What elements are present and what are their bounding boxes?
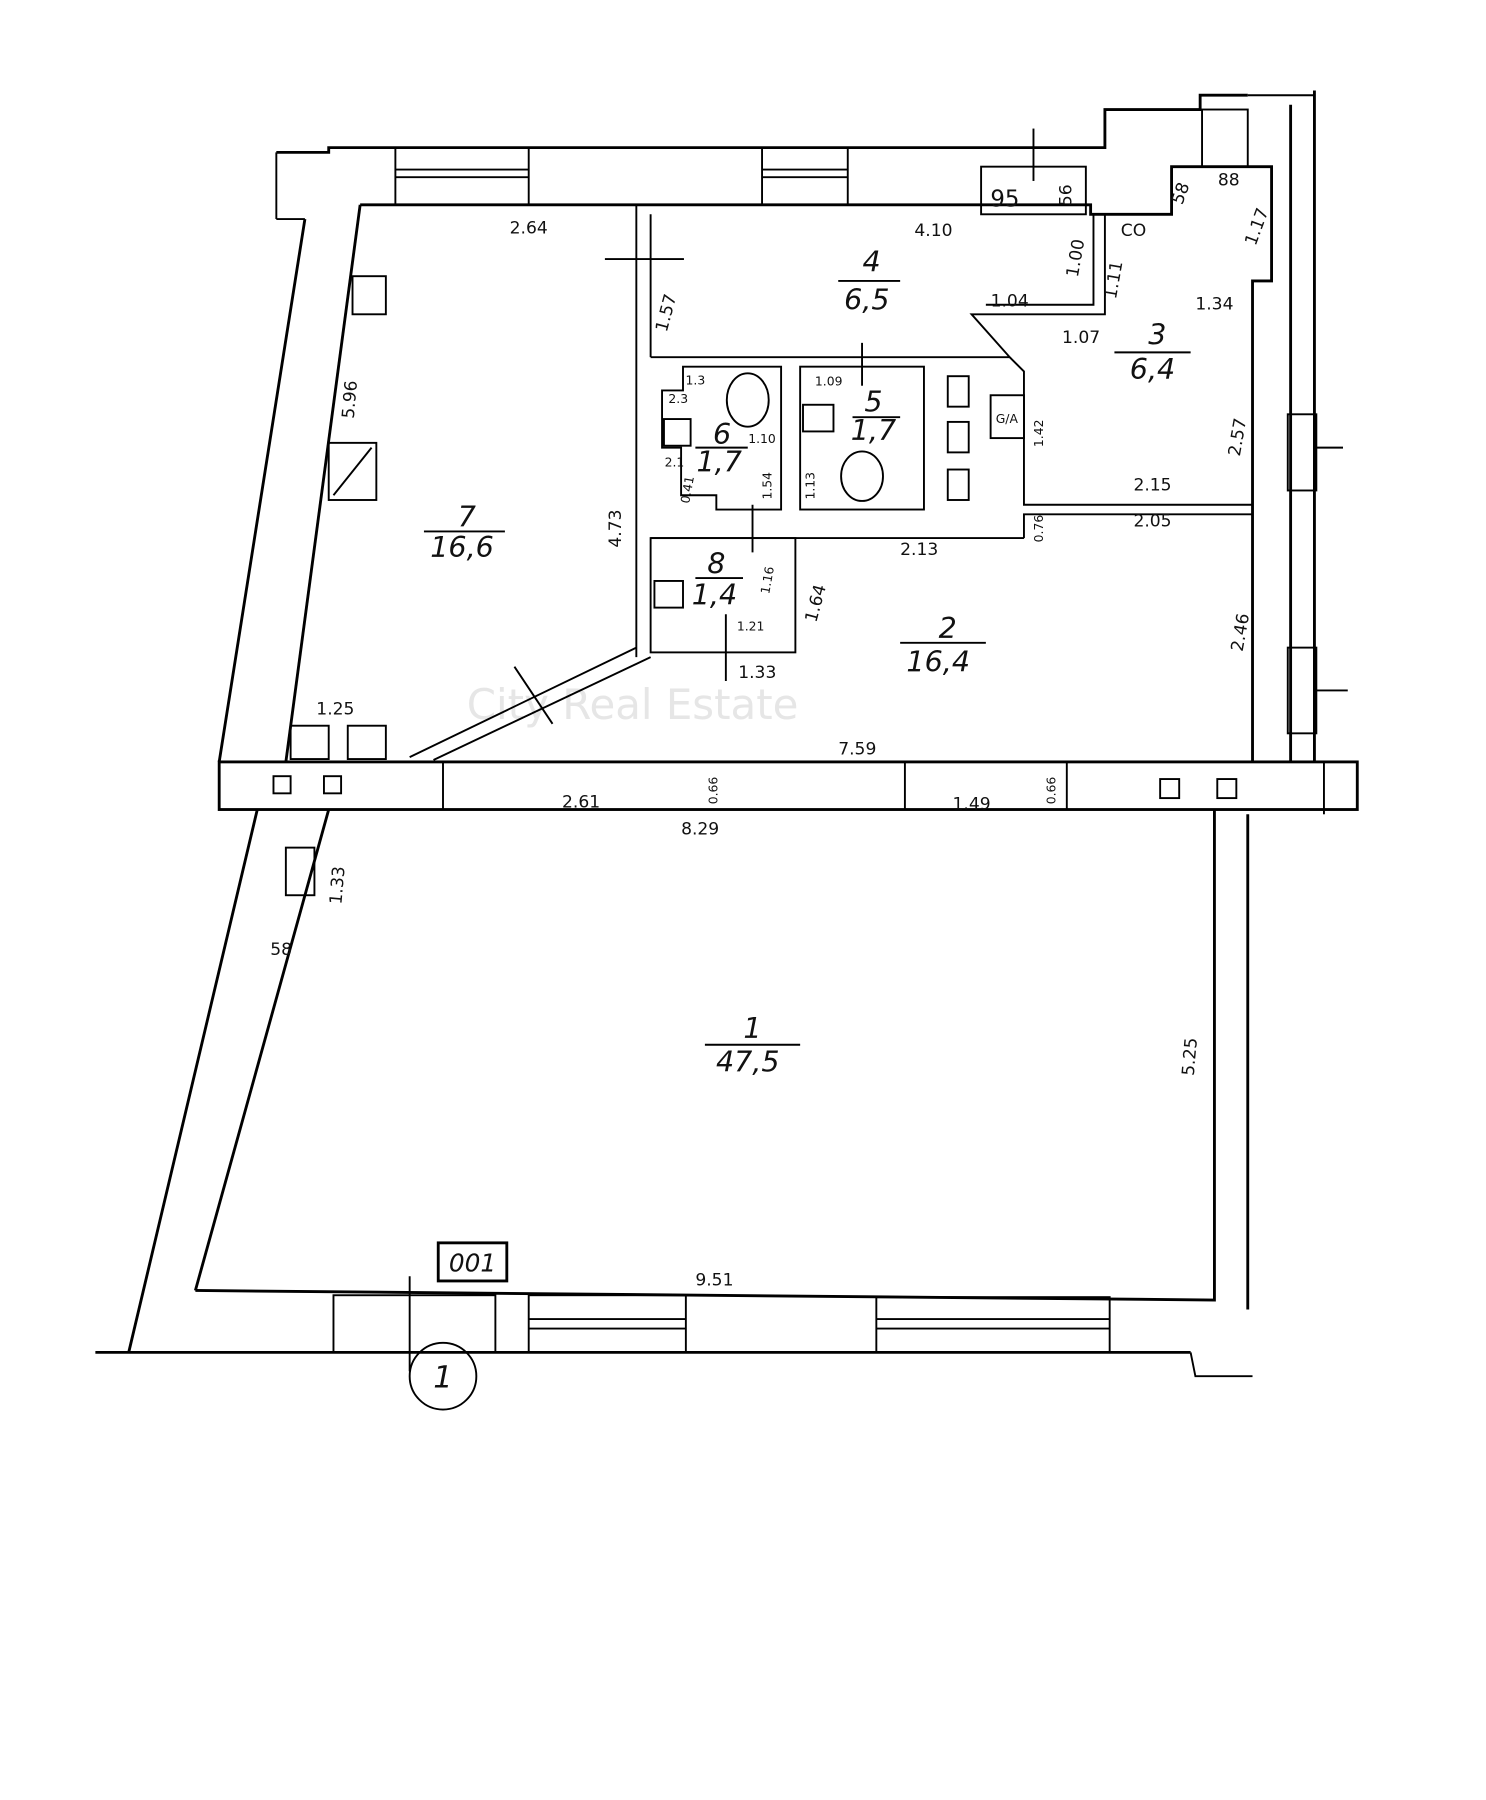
svg-text:4.10: 4.10 (914, 221, 952, 241)
svg-text:2.46: 2.46 (1228, 612, 1254, 653)
svg-text:16,4: 16,4 (906, 644, 970, 678)
svg-text:95: 95 (990, 187, 1019, 213)
room-7-label: 716,6 (423, 500, 505, 564)
unit-stamp (436, 1241, 509, 1283)
svg-text:6,4: 6,4 (1130, 352, 1175, 386)
svg-text:56: 56 (1057, 184, 1077, 206)
gas-meter-label: G/A (996, 412, 1019, 426)
svg-text:2.13: 2.13 (900, 540, 938, 560)
svg-text:1.17: 1.17 (1241, 206, 1273, 249)
svg-text:7: 7 (458, 500, 476, 534)
svg-text:1.33: 1.33 (738, 663, 776, 683)
svg-text:2.61: 2.61 (562, 793, 600, 813)
room-2-label: 216,4 (900, 611, 986, 678)
svg-text:1.10: 1.10 (748, 432, 776, 446)
vent-icon (946, 468, 970, 501)
svg-text:1.34: 1.34 (1195, 295, 1233, 315)
svg-text:1,7: 1,7 (851, 413, 896, 447)
sink-icon (662, 418, 692, 447)
heater-icon (346, 724, 387, 760)
svg-text:6,5: 6,5 (844, 283, 889, 317)
svg-text:7.59: 7.59 (838, 739, 876, 759)
vent-icon (946, 375, 970, 408)
heater-icon (289, 724, 330, 760)
svg-text:2.15: 2.15 (1133, 475, 1171, 495)
toilet-icon (725, 372, 770, 428)
room-6-label: 61,7 (695, 417, 748, 478)
vent-icon (1216, 778, 1238, 800)
svg-text:9.51: 9.51 (695, 1271, 733, 1291)
svg-text:4.73: 4.73 (606, 510, 626, 548)
svg-text:1.57: 1.57 (652, 292, 681, 334)
svg-text:1.54: 1.54 (761, 472, 775, 500)
vent-icon (946, 420, 970, 454)
svg-text:2.64: 2.64 (510, 218, 548, 238)
room-3-label: 36,4 (1114, 318, 1191, 386)
svg-text:1.13: 1.13 (803, 472, 817, 500)
svg-text:1.00: 1.00 (1063, 238, 1089, 279)
svg-text:1,4: 1,4 (692, 578, 737, 612)
walls (95, 90, 1359, 1378)
svg-text:0.41: 0.41 (678, 475, 697, 505)
svg-text:2.57: 2.57 (1225, 417, 1251, 458)
room-4-label: 46,5 (838, 244, 901, 317)
svg-text:2.05: 2.05 (1133, 512, 1171, 532)
svg-text:58: 58 (270, 940, 292, 960)
vent-icon (322, 775, 343, 795)
sink-icon (351, 275, 387, 316)
svg-text:1.07: 1.07 (1062, 328, 1100, 348)
svg-text:2.1: 2.1 (665, 456, 685, 470)
svg-text:2.3: 2.3 (668, 392, 688, 406)
svg-text:1.64: 1.64 (802, 582, 831, 624)
svg-text:6: 6 (713, 417, 731, 451)
svg-text:1.16: 1.16 (758, 565, 777, 595)
svg-text:1.09: 1.09 (815, 375, 843, 389)
svg-text:5.96: 5.96 (339, 380, 362, 420)
gas-meter-icon (989, 394, 1025, 440)
svg-text:1.42: 1.42 (1032, 420, 1046, 448)
room-5-label: 51,7 (851, 384, 901, 447)
svg-text:4: 4 (862, 244, 880, 278)
partitions (409, 204, 1253, 761)
svg-text:5: 5 (864, 384, 882, 418)
svg-text:3: 3 (1148, 318, 1166, 352)
svg-text:8: 8 (707, 546, 725, 580)
svg-text:0.76: 0.76 (1032, 515, 1046, 543)
svg-text:0.66: 0.66 (1044, 777, 1058, 805)
svg-text:1.25: 1.25 (316, 699, 354, 719)
room-8-label: 81,4 (692, 546, 743, 612)
chimney-icon (327, 441, 378, 501)
sink-icon (802, 403, 835, 433)
svg-text:1.04: 1.04 (991, 292, 1029, 312)
sink-icon (653, 579, 684, 609)
svg-text:0.66: 0.66 (706, 777, 720, 805)
svg-text:1.21: 1.21 (737, 619, 765, 633)
room-1-label: 147,5 (704, 1011, 801, 1078)
svg-text:8.29: 8.29 (681, 819, 719, 839)
watermark: City Real Estate (467, 680, 799, 729)
svg-text:2: 2 (939, 611, 957, 645)
svg-text:47,5: 47,5 (716, 1044, 780, 1078)
vent-icon (1159, 778, 1181, 800)
svg-text:1,7: 1,7 (696, 444, 741, 478)
section-marker-circle (408, 1341, 478, 1411)
radiator-icon (284, 846, 316, 897)
unit-label: 001 (449, 1248, 496, 1277)
svg-text:16,6: 16,6 (430, 530, 494, 564)
room-labels: 147,5 216,4 36,4 46,5 51,7 61,7 716,6 81… (423, 244, 1191, 1078)
vent-icon (272, 775, 292, 795)
svg-text:CO: CO (1121, 221, 1146, 241)
svg-text:1: 1 (743, 1011, 761, 1045)
section-marker-label: 1 (433, 1361, 452, 1396)
svg-text:1.3: 1.3 (686, 374, 706, 388)
svg-text:1.49: 1.49 (953, 795, 991, 815)
fixtures: G/A (272, 275, 1238, 897)
toilet-icon (840, 450, 884, 502)
dimension-labels: 2.64 4.10 95 56 58 88 CO 1.17 1.00 1.11 … (270, 171, 1273, 1291)
svg-text:1.33: 1.33 (326, 865, 349, 905)
svg-text:5.25: 5.25 (1179, 1037, 1202, 1077)
svg-text:88: 88 (1218, 171, 1240, 191)
